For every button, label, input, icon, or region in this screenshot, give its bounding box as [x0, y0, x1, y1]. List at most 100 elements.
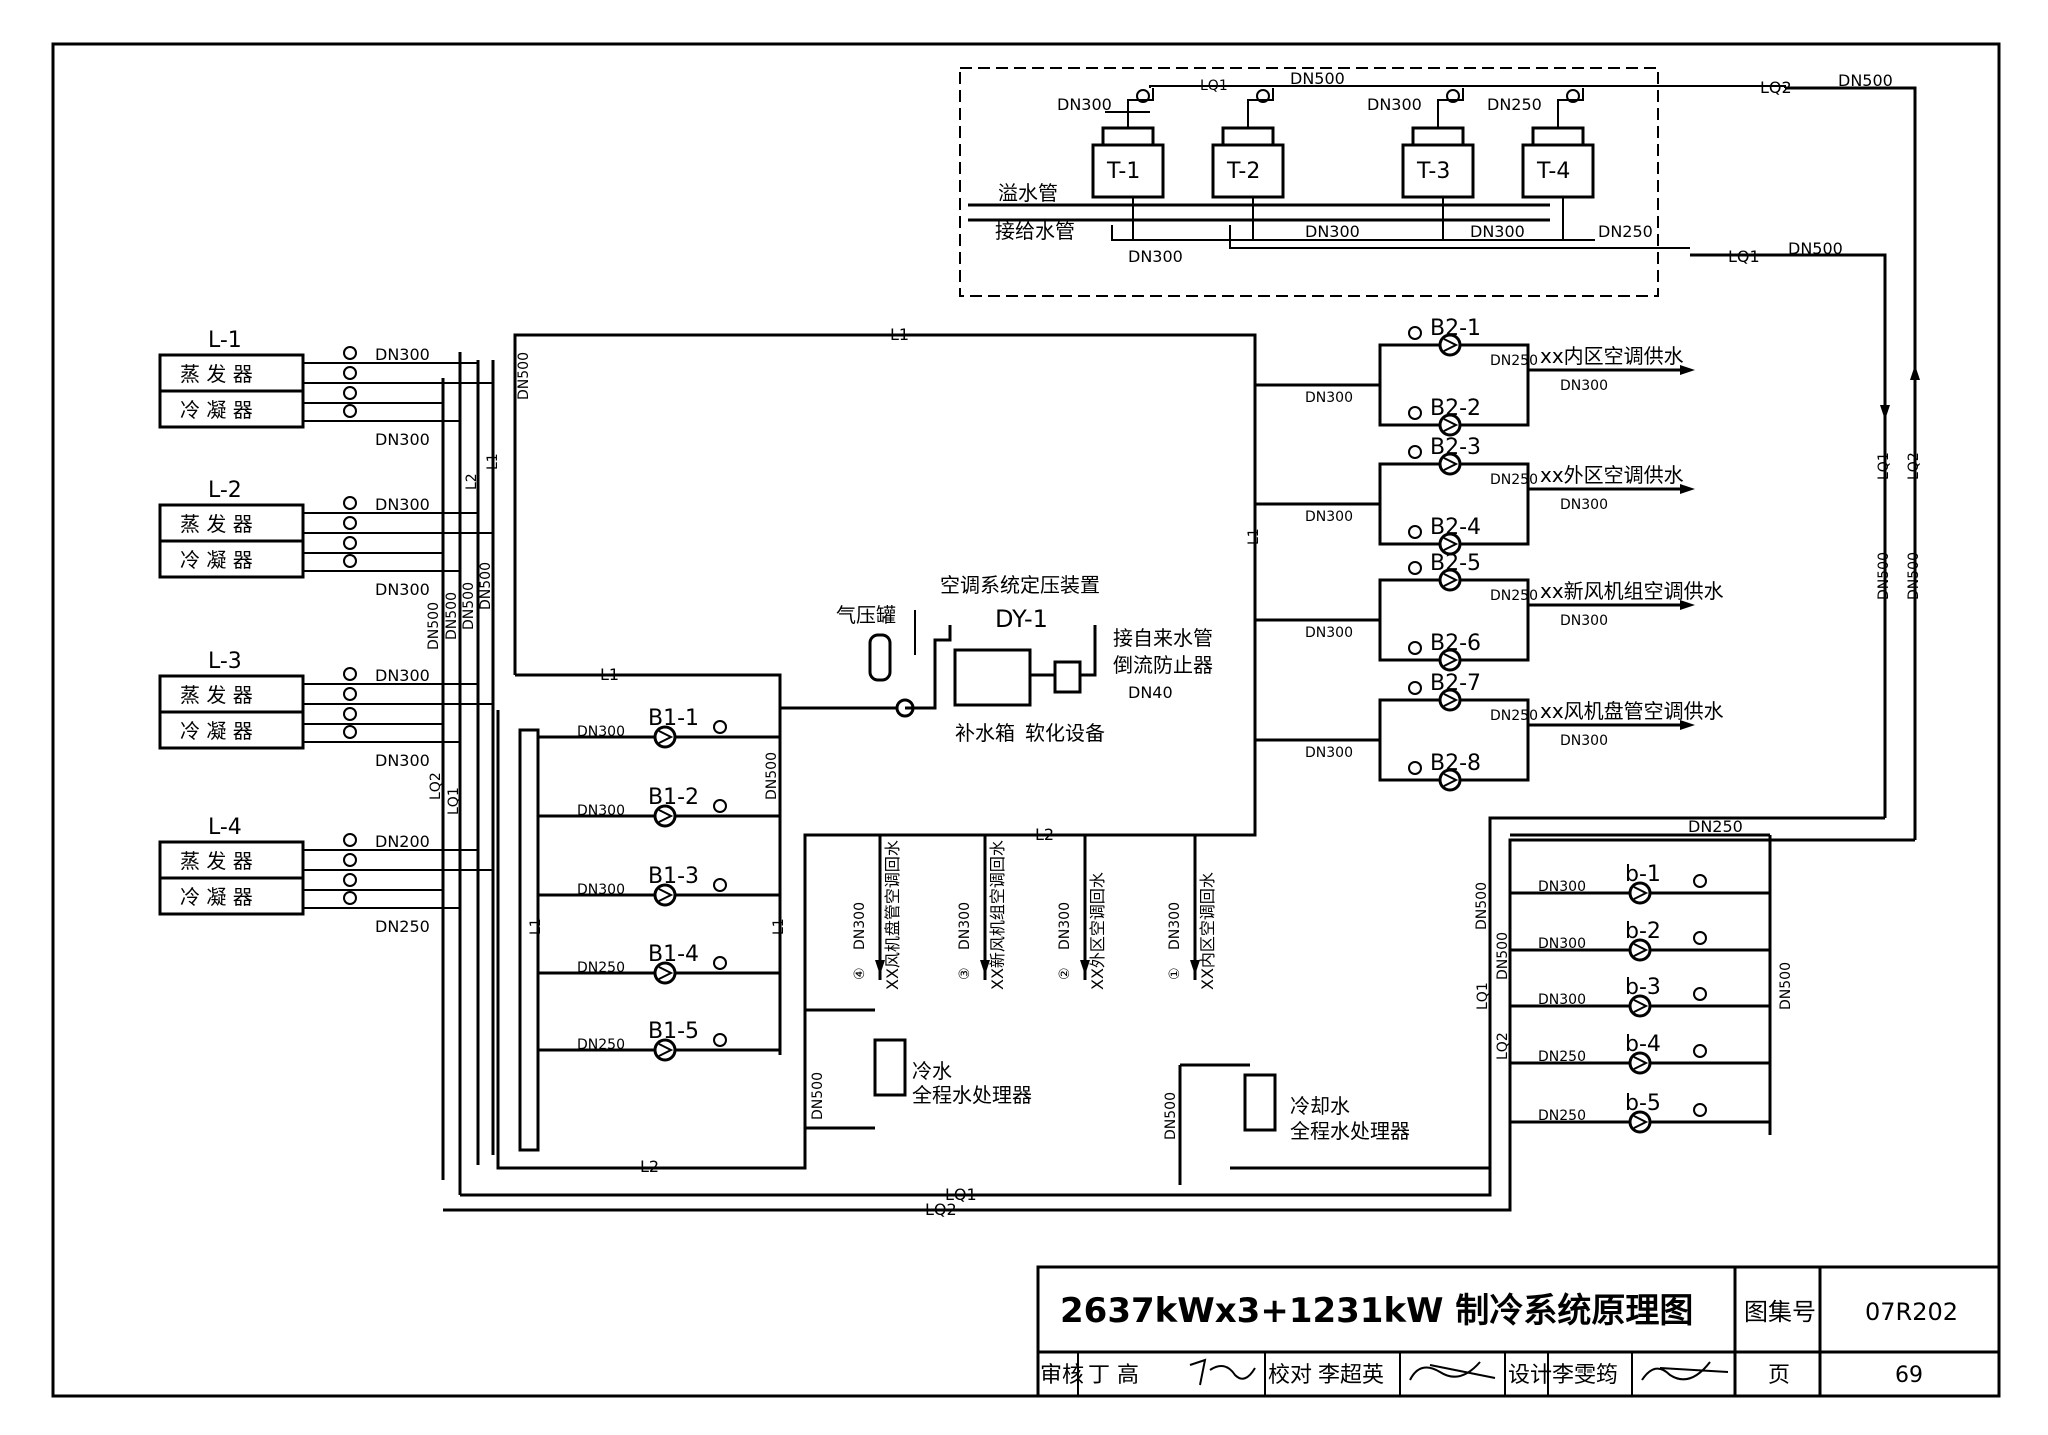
cooling-pump-4-arrow: [1633, 1056, 1649, 1070]
cooling-tower-label-1: T-1: [1106, 159, 1140, 184]
return-pipe-label-3: DN300: [1057, 902, 1073, 950]
l2-vertical-label: L2: [464, 473, 480, 490]
cooling-pump-label-5: b-5: [1625, 1091, 1661, 1116]
primary-5-gauge-icon: [713, 1033, 727, 1047]
drawing-title: 2637kWx3+1231kW 制冷系统原理图: [1060, 1291, 1693, 1331]
primary-pump-4-arrow: [658, 966, 674, 980]
secondary-supply-label-3: xx新风机组空调供水: [1540, 579, 1724, 603]
chiller-1-1-gauge-icon: [343, 366, 357, 380]
chiller-2-0-gauge-icon: [343, 496, 357, 510]
secondary-pump-3b-arrow: [1443, 653, 1459, 667]
secondary-pump-label-4b: B2-8: [1430, 751, 1481, 776]
backflow-label: 倒流防止器: [1113, 653, 1213, 677]
cooling-tower-fan-4: [1531, 126, 1585, 147]
reviewer-name: 丁 高: [1088, 1363, 1139, 1388]
return-arrow-2: [980, 960, 990, 975]
primary-pump-2-arrow: [658, 809, 674, 823]
lq1-chiller-label: LQ1: [446, 787, 462, 815]
cooling-treater-label-2: 全程水处理器: [1290, 1119, 1410, 1143]
chiller-label-4: L-4: [208, 815, 242, 840]
dn500-b1-label: DN500: [764, 752, 780, 800]
atlas-number: 07R202: [1865, 1298, 1958, 1326]
reviewer-signature: [1189, 1358, 1256, 1386]
cooling-pump-5-arrow: [1633, 1115, 1649, 1129]
secondary-3a-gauge-icon: [1408, 561, 1422, 575]
secondary-pump-label-4a: B2-7: [1430, 671, 1481, 696]
cooling-tower-1: [1091, 143, 1165, 199]
secondary-supply-arrow-4: [1680, 720, 1695, 730]
atlas-label: 图集号: [1744, 1298, 1816, 1326]
chiller-pipe-bottom-label-2: DN300: [375, 580, 430, 599]
chiller-4-3-gauge-icon: [343, 891, 357, 905]
chiller-3-2-gauge-icon: [343, 707, 357, 721]
return-pipe-label-4: DN300: [1167, 902, 1183, 950]
secondary-pump-label-1a: B2-1: [1430, 316, 1481, 341]
chiller-label-2: L-2: [208, 478, 242, 503]
primary-pump-pipe-1: DN300: [577, 724, 625, 740]
chiller-1-2-gauge-icon: [343, 386, 357, 400]
secondary-pump-1b-arrow: [1443, 418, 1459, 432]
cooling-pump-1-arrow: [1633, 886, 1649, 900]
water-source-label: 接自来水管: [1113, 626, 1213, 650]
cooling-2-gauge-icon: [1693, 931, 1707, 945]
water-softener: [1053, 660, 1082, 694]
secondary-pump-label-3a: B2-5: [1430, 551, 1481, 576]
cooling-4-gauge-icon: [1693, 1044, 1707, 1058]
tower-inlet-4: [1557, 88, 1584, 128]
secondary-branch-label-4: DN250: [1490, 708, 1538, 724]
chiller-2-2-gauge-icon: [343, 536, 357, 550]
secondary-pump-label-2b: B2-4: [1430, 515, 1481, 540]
return-arrow-4: [1190, 960, 1200, 975]
secondary-pump-2a-arrow: [1443, 457, 1459, 471]
page-label: 页: [1768, 1363, 1790, 1388]
evaporator-label-3: 蒸 发 器: [180, 683, 253, 707]
lq2-vertical-label: LQ2: [1906, 452, 1922, 480]
primary-pump-label-2: B1-2: [648, 785, 699, 810]
cooling-tower-2: [1211, 143, 1285, 199]
tower-lq1-label: LQ1: [1200, 78, 1228, 94]
evaporator-1: [158, 353, 305, 393]
dn500-right-label: DN500: [1788, 239, 1843, 258]
tower-dn250-label-c: DN250: [1598, 222, 1653, 241]
tower-dn500-label: DN500: [1290, 69, 1345, 88]
return-text-1: XX风机盘管空调回水: [883, 840, 902, 990]
chiller-2-3-gauge-icon: [343, 554, 357, 568]
l1-vertical-label: L1: [485, 453, 501, 470]
dn500-chiller-label-3: DN500: [461, 582, 477, 630]
condenser-label-2: 冷 凝 器: [180, 548, 253, 572]
secondary-branch-label-3: DN250: [1490, 588, 1538, 604]
design-label: 设计: [1508, 1363, 1552, 1388]
secondary-2b-gauge-icon: [1408, 525, 1422, 539]
dn500-cooling-label-3: DN500: [1778, 962, 1794, 1010]
l1-b1-vert-label: L1: [771, 918, 787, 935]
dn500-cooling-label-1: DN500: [1474, 882, 1490, 930]
condenser-4: [158, 876, 305, 916]
evaporator-3: [158, 674, 305, 714]
cooling-tower-fan-2: [1221, 126, 1275, 147]
tower-inlet-2: [1247, 88, 1274, 128]
secondary-1a-gauge-icon: [1408, 326, 1422, 340]
tower-dn300-label-a: DN300: [1128, 247, 1183, 266]
cooling-pump-pipe-1: DN300: [1538, 879, 1586, 895]
secondary-branch-label-1: DN250: [1490, 353, 1538, 369]
secondary-pump-label-1b: B2-2: [1430, 396, 1481, 421]
chiller-pipe-bottom-label-1: DN300: [375, 430, 430, 449]
cooling-water-treater: [1243, 1073, 1277, 1132]
tower-dn300-label-b: DN300: [1305, 222, 1360, 241]
dn500-top-right-label: DN500: [1838, 71, 1893, 90]
chiller-pipe-top-label-1: DN300: [375, 345, 430, 364]
dn500-cooling-label-2: DN500: [1495, 932, 1511, 980]
secondary-inlet-label-2: DN300: [1305, 509, 1353, 525]
l1-right-vert-label: L1: [1246, 528, 1262, 545]
chiller-1-0-gauge-icon: [343, 346, 357, 360]
tower-pipe-label-3: DN300: [1367, 95, 1422, 114]
secondary-2a-gauge-icon: [1408, 445, 1422, 459]
chiller-4-0-gauge-icon: [343, 833, 357, 847]
primary-pump-1-arrow: [658, 730, 674, 744]
primary-1-gauge-icon: [713, 720, 727, 734]
pressurization-device: DY-1: [995, 605, 1048, 633]
softener-label: 软化设备: [1025, 721, 1105, 745]
cooling-pump-2-arrow: [1633, 943, 1649, 957]
cooling-tower-zone: [959, 67, 1659, 297]
lq1-vertical-label: LQ1: [1876, 452, 1892, 480]
